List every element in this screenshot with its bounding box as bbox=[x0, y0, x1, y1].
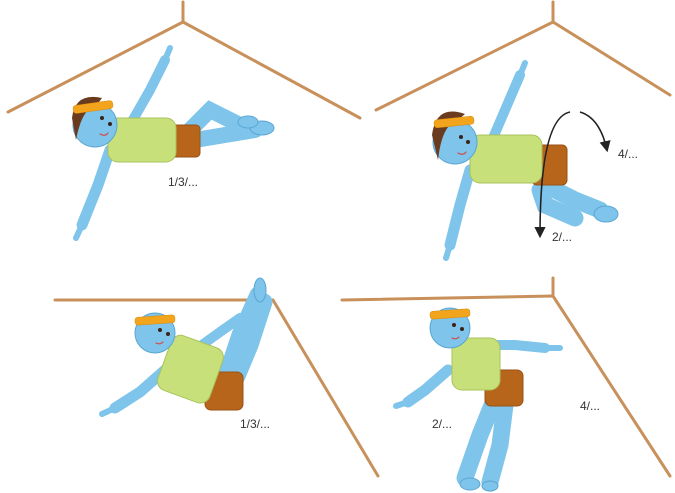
figure-lying-legs-bent bbox=[72, 48, 274, 238]
count-label: 2/... bbox=[552, 230, 572, 244]
figure-legs-up-wall bbox=[102, 278, 266, 414]
room-corner-lines bbox=[376, 2, 670, 110]
panel-bottom-left: 1/3/... bbox=[55, 278, 378, 476]
figure-leg-crossed bbox=[396, 308, 560, 491]
panel-top-right: 4/... 2/... bbox=[376, 2, 670, 258]
count-label: 4/... bbox=[618, 147, 638, 161]
count-label: 1/3/... bbox=[168, 175, 198, 189]
arrow-up-icon bbox=[580, 112, 607, 150]
room-corner-lines bbox=[8, 2, 360, 118]
count-label: 1/3/... bbox=[240, 417, 270, 431]
figure-lying-leg-extended bbox=[432, 63, 618, 258]
panel-top-left: 1/3/... bbox=[8, 2, 360, 238]
count-label: 2/... bbox=[432, 417, 452, 431]
panel-bottom-right: 2/... 4/... bbox=[342, 278, 670, 491]
count-label: 4/... bbox=[580, 399, 600, 413]
